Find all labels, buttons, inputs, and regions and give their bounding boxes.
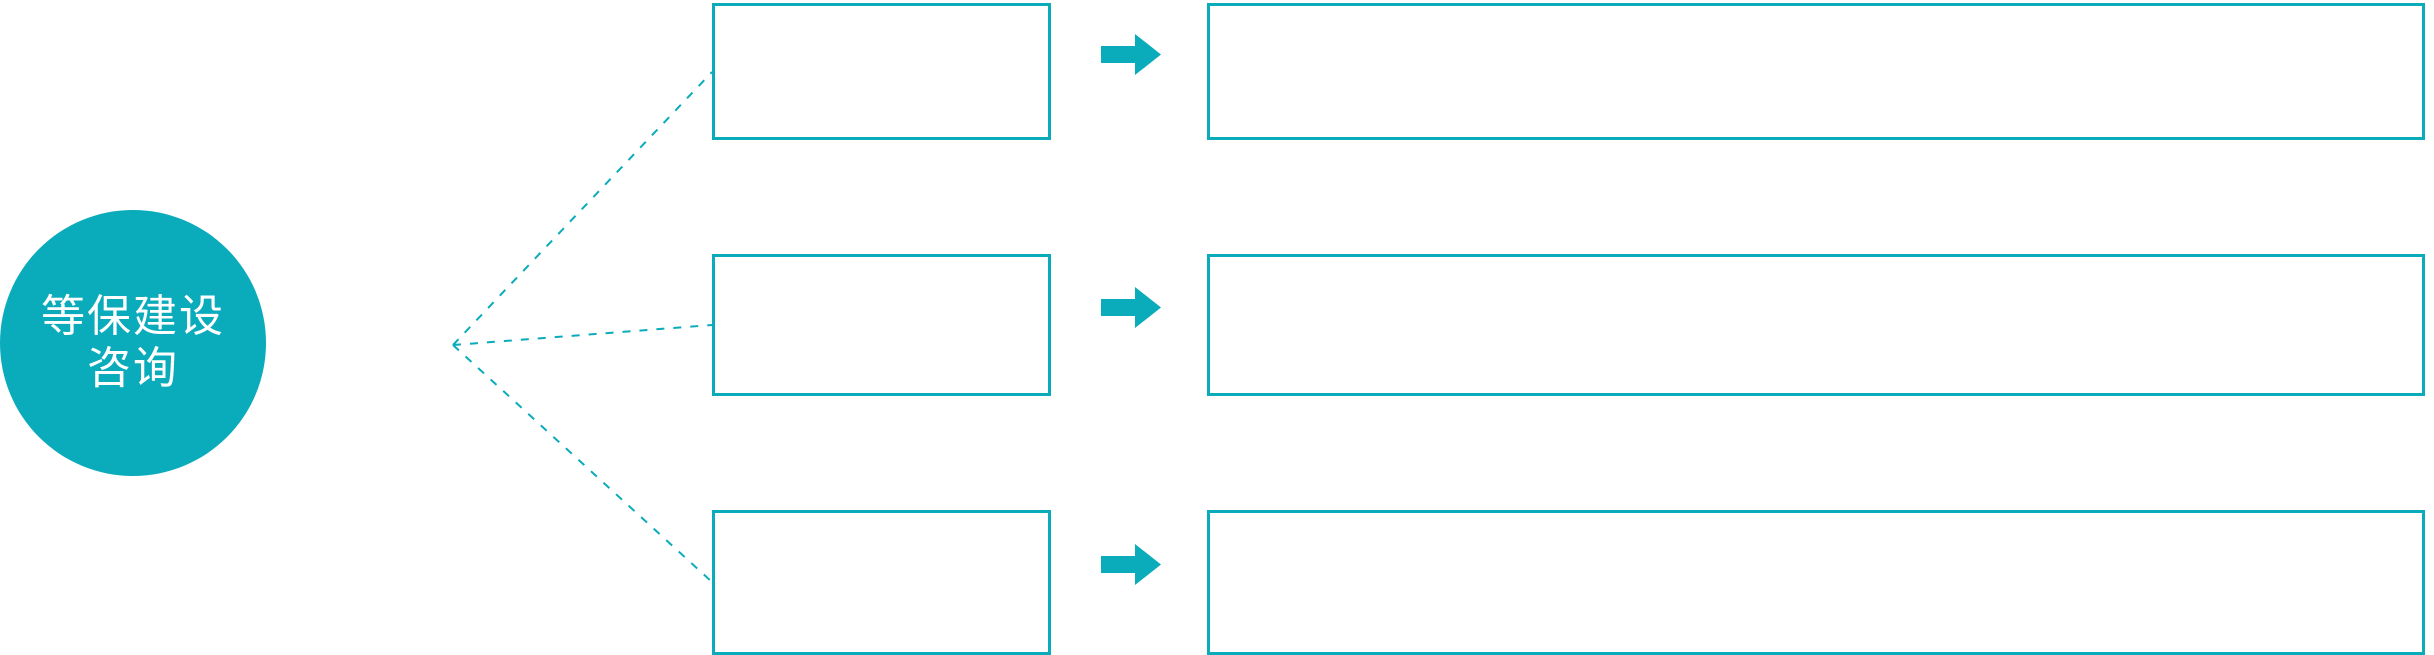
arrow-shape [1101,287,1161,328]
hub-label-line-2: 咨询 [87,344,179,393]
hub-circle[interactable]: 等保建设 咨询 [0,210,266,476]
connector-line-3 [452,344,713,583]
detail-box-1[interactable] [1207,3,2425,140]
arrow-shape [1101,34,1161,75]
hub-label-line-1: 等保建设 [41,292,225,342]
arrow-right-icon-3 [1101,544,1161,585]
arrow-shape [1101,544,1161,585]
arrow-right-icon-1 [1101,34,1161,75]
connector-line-1 [452,71,713,346]
detail-box-2[interactable] [1207,254,2425,396]
label-box-2[interactable] [712,254,1051,396]
label-box-1[interactable] [712,3,1051,140]
arrow-right-icon-2 [1101,287,1161,328]
connector-line-2 [452,324,713,346]
detail-box-3[interactable] [1207,510,2425,655]
label-box-3[interactable] [712,510,1051,655]
